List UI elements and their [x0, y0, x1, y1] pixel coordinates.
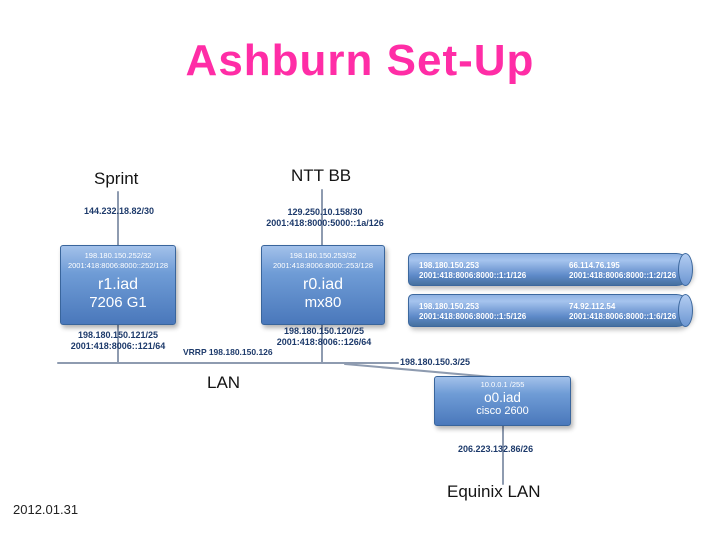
transit-link-2-cylinder: 198.180.150.253 2001:418:8006:8000::1:5/… — [408, 294, 693, 327]
cylinder-end-cap — [678, 294, 693, 327]
transit-link-2-remote-ips: 74.92.112.54 2001:418:8006:8000::1:6/126 — [569, 302, 676, 322]
o0-downlink-ip-label: 206.223.132.86/26 — [458, 444, 534, 454]
r0-hostname: r0.iad — [302, 276, 344, 293]
o0-uplink-ip-label: 198.180.150.3/25 — [400, 357, 471, 367]
r0-lan-ipv6-label: 2001:418:8006::126/64 — [276, 337, 372, 347]
transit-link-1-remote-ipv4: 66.114.76.195 — [569, 261, 620, 270]
sprint-ip-label: 144.232.18.82/30 — [83, 206, 155, 216]
router-r0-box: 198.180.150.253/32 2001:418:8006:8000::2… — [261, 245, 385, 325]
transit-link-1-cylinder: 198.180.150.253 2001:418:8006:8000::1:1/… — [408, 253, 693, 286]
transit-link-2-local-ipv4: 198.180.150.253 — [419, 302, 480, 311]
ntt-ipv6-label: 2001:418:8000:5000::1a/126 — [266, 218, 384, 228]
r1-lan-ipv4-label: 198.180.150.121/25 — [77, 330, 159, 340]
transit-link-1-local-ips: 198.180.150.253 2001:418:8006:8000::1:1/… — [419, 261, 526, 281]
r1-loopback-ipv6: 2001:418:8006:8000::252/128 — [67, 260, 169, 270]
ntt-label: NTT BB — [291, 166, 352, 185]
r1-lan-ipv6-label: 2001:418:8006::121/64 — [70, 341, 166, 351]
sprint-label: Sprint — [94, 169, 139, 188]
r0-lan-ipv4-label: 198.180.150.120/25 — [283, 326, 365, 336]
r1-model: 7206 G1 — [89, 294, 147, 311]
r1-lan-ip-labels: 198.180.150.121/25 2001:418:8006::121/64 — [38, 330, 198, 352]
o0-hostname: o0.iad — [484, 390, 521, 405]
r0-loopback-ipv6: 2001:418:8006:8000::253/128 — [272, 260, 374, 270]
o0-model: cisco 2600 — [476, 405, 529, 417]
transit-link-2-remote-ipv4: 74.92.112.54 — [569, 302, 616, 311]
slide-title: Ashburn Set-Up — [185, 36, 535, 85]
transit-link-2-remote-ipv6: 2001:418:8006:8000::1:6/126 — [569, 312, 677, 321]
transit-link-1-remote-ips: 66.114.76.195 2001:418:8006:8000::1:2/12… — [569, 261, 676, 281]
r0-loopback-ipv4: 198.180.150.253/32 — [289, 251, 357, 260]
transit-link-2-local-ips: 198.180.150.253 2001:418:8006:8000::1:5/… — [419, 302, 526, 322]
router-r1-box: 198.180.150.252/32 2001:418:8006:8000::2… — [60, 245, 176, 325]
transit-link-2-local-ipv6: 2001:418:8006:8000::1:5/126 — [419, 312, 527, 321]
vrrp-label: VRRP 198.180.150.126 — [183, 347, 273, 357]
r1-loopback-ipv4: 198.180.150.252/32 — [84, 251, 152, 260]
lan-label: LAN — [207, 373, 241, 392]
transit-link-1-local-ipv6: 2001:418:8006:8000::1:1/126 — [419, 271, 527, 280]
slide-date: 2012.01.31 — [13, 502, 79, 517]
router-o0-box: 10.0.0.1 /255 o0.iad cisco 2600 — [434, 376, 571, 426]
o0-ip: 10.0.0.1 /255 — [480, 380, 525, 389]
r0-lan-ip-labels: 198.180.150.120/25 2001:418:8006::126/64 — [244, 326, 404, 348]
ntt-ipv4-label: 129.250.10.158/30 — [287, 207, 363, 217]
transit-link-1-remote-ipv6: 2001:418:8006:8000::1:2/126 — [569, 271, 677, 280]
lan-to-o0-line — [344, 363, 504, 379]
r0-model: mx80 — [304, 294, 342, 311]
cylinder-end-cap — [678, 253, 693, 286]
ntt-ip-labels: 129.250.10.158/30 2001:418:8000:5000::1a… — [240, 207, 410, 229]
transit-link-1-local-ipv4: 198.180.150.253 — [419, 261, 480, 270]
r1-hostname: r1.iad — [97, 276, 139, 293]
equinix-lan-label: Equinix LAN — [447, 482, 541, 501]
